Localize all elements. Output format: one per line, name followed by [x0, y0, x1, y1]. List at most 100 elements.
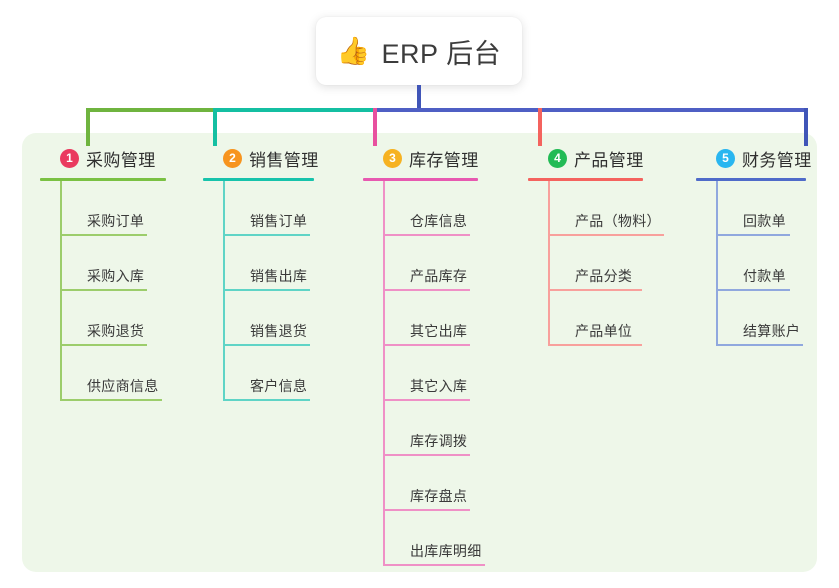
branch-badge-4: 4: [548, 148, 567, 168]
list-item[interactable]: 其它入库: [383, 346, 482, 401]
branch-stem-4: [548, 181, 550, 346]
list-item-label: 产品单位: [575, 323, 633, 339]
root-stem-line: [417, 85, 421, 112]
list-item[interactable]: 库存盘点: [383, 456, 482, 511]
list-item[interactable]: 采购退货: [60, 291, 166, 346]
list-item[interactable]: 产品分类: [548, 236, 661, 291]
list-item[interactable]: 其它出库: [383, 291, 482, 346]
list-item[interactable]: 仓库信息: [383, 181, 482, 236]
list-item[interactable]: 产品单位: [548, 291, 661, 346]
branch-underline-4: [528, 178, 643, 181]
branch-underline-3: [363, 178, 478, 181]
branch-stem-3: [383, 181, 385, 566]
branch-underline-2: [203, 178, 314, 181]
list-item-underline: [550, 344, 642, 346]
list-item-underline: [385, 509, 470, 511]
branch-item-list-1: 采购订单采购入库采购退货供应商信息: [40, 181, 166, 401]
branch-item-list-2: 销售订单销售出库销售退货客户信息: [203, 181, 319, 401]
trunk-segment-left: [86, 108, 217, 112]
list-item[interactable]: 采购入库: [60, 236, 166, 291]
list-item-underline: [225, 344, 310, 346]
list-item-underline: [62, 289, 147, 291]
list-item-label: 回款单: [743, 213, 786, 229]
list-item-underline: [385, 289, 470, 291]
content-panel: [22, 133, 817, 572]
list-item[interactable]: 回款单: [716, 181, 812, 236]
branch-title-3: 库存管理: [409, 150, 479, 170]
branch-header-2[interactable]: 2 销售管理: [203, 146, 319, 170]
branch-drop-line-5: [804, 108, 808, 146]
branch-title-4: 产品管理: [574, 150, 644, 170]
list-item-underline: [718, 289, 790, 291]
list-item-label: 供应商信息: [87, 378, 159, 394]
list-item-underline: [718, 344, 803, 346]
branch-item-list-5: 回款单付款单结算账户: [696, 181, 812, 346]
list-item[interactable]: 销售订单: [223, 181, 319, 236]
branch-drop-line-3: [373, 108, 377, 146]
list-item-underline: [225, 234, 310, 236]
list-item-label: 采购入库: [87, 268, 145, 284]
trunk-segment-right: [373, 108, 808, 112]
list-item-label: 付款单: [743, 268, 786, 284]
list-item-label: 仓库信息: [410, 213, 468, 229]
trunk-segment-mid: [213, 108, 377, 112]
branch-column-1: 1 采购管理采购订单采购入库采购退货供应商信息: [40, 146, 166, 401]
branch-column-4: 4 产品管理产品（物料） 产品分类产品单位: [528, 146, 664, 346]
list-item[interactable]: 付款单: [716, 236, 812, 291]
branch-title-1: 采购管理: [86, 150, 156, 170]
branch-stem-1: [60, 181, 62, 401]
list-item-underline: [550, 234, 664, 236]
list-item[interactable]: 客户信息: [223, 346, 319, 401]
branch-column-5: 5 财务管理回款单付款单结算账户: [696, 146, 812, 346]
list-item-label: 产品（物料）: [575, 213, 661, 229]
list-item-underline: [225, 289, 310, 291]
list-item[interactable]: 销售出库: [223, 236, 319, 291]
root-node-card[interactable]: 👍 ERP 后台: [316, 17, 522, 85]
list-item-label: 出库库明细: [410, 543, 482, 559]
list-item-underline: [718, 234, 790, 236]
branch-column-2: 2 销售管理销售订单销售出库销售退货客户信息: [203, 146, 319, 401]
list-item-underline: [385, 344, 470, 346]
list-item-underline: [385, 399, 470, 401]
branch-drop-line-1: [86, 108, 90, 146]
list-item[interactable]: 采购订单: [60, 181, 166, 236]
list-item[interactable]: 结算账户: [716, 291, 812, 346]
list-item[interactable]: 供应商信息: [60, 346, 166, 401]
list-item-underline: [385, 564, 485, 566]
branch-underline-5: [696, 178, 806, 181]
list-item[interactable]: 产品库存: [383, 236, 482, 291]
list-item-underline: [385, 234, 470, 236]
list-item-underline: [225, 399, 310, 401]
branch-badge-1: 1: [60, 148, 79, 168]
list-item[interactable]: 出库库明细: [383, 511, 485, 566]
list-item-label: 产品分类: [575, 268, 633, 284]
list-item[interactable]: 销售退货: [223, 291, 319, 346]
branch-stem-2: [223, 181, 225, 401]
list-item-label: 客户信息: [250, 378, 308, 394]
thumbs-up-icon: 👍: [336, 35, 371, 66]
branch-header-5[interactable]: 5 财务管理: [696, 146, 812, 170]
branch-title-5: 财务管理: [742, 150, 812, 170]
list-item-underline: [550, 289, 642, 291]
branch-header-1[interactable]: 1 采购管理: [40, 146, 166, 170]
list-item-underline: [62, 344, 147, 346]
branch-header-4[interactable]: 4 产品管理: [528, 146, 661, 170]
list-item[interactable]: 产品（物料）: [548, 181, 664, 236]
branch-badge-2: 2: [223, 148, 242, 168]
branch-badge-5: 5: [716, 148, 735, 168]
branch-drop-line-2: [213, 108, 217, 146]
list-item[interactable]: 库存调拨: [383, 401, 482, 456]
list-item-underline: [385, 454, 470, 456]
list-item-label: 销售退货: [250, 323, 308, 339]
list-item-label: 产品库存: [410, 268, 468, 284]
list-item-label: 其它入库: [410, 378, 468, 394]
branch-item-list-4: 产品（物料） 产品分类产品单位: [528, 181, 664, 346]
branch-underline-1: [40, 178, 166, 181]
root-node-title: ERP 后台: [381, 38, 502, 69]
list-item-label: 库存调拨: [410, 433, 468, 449]
branch-title-2: 销售管理: [249, 150, 319, 170]
list-item-underline: [62, 399, 162, 401]
